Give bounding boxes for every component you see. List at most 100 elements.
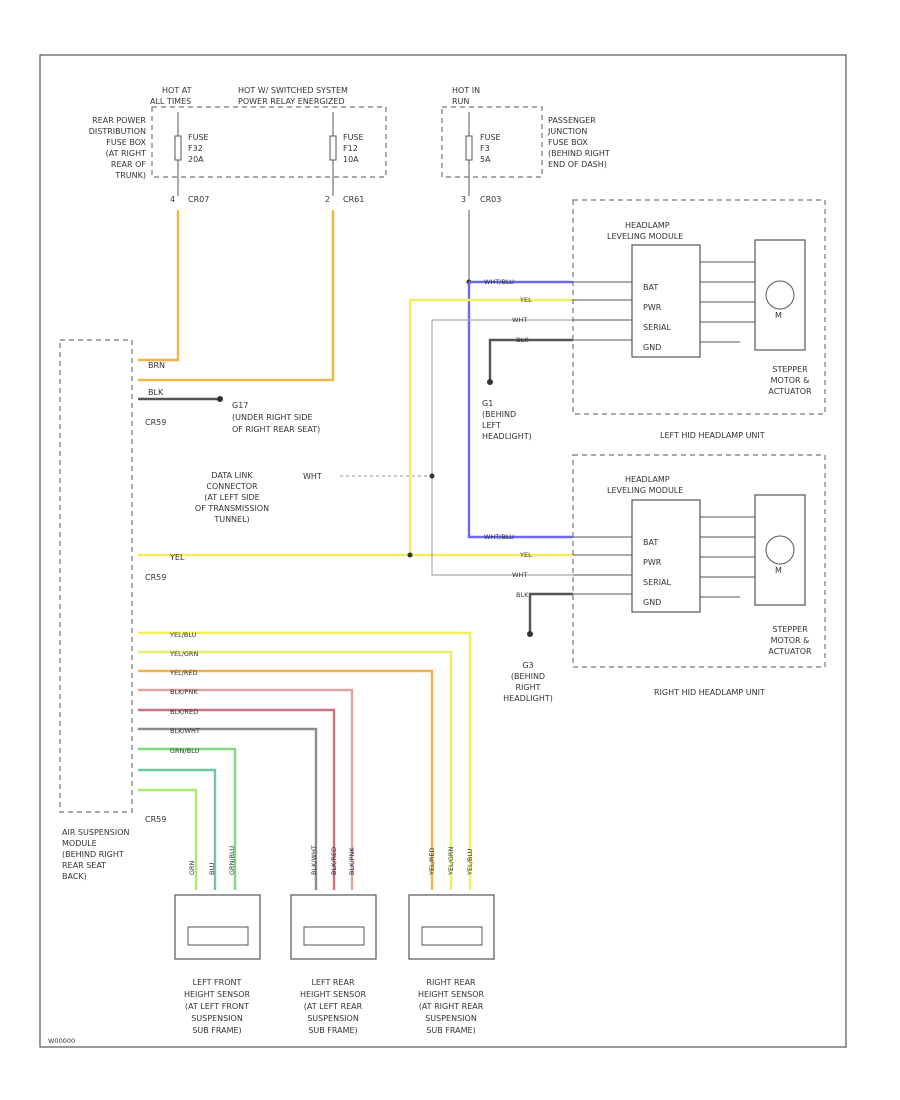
svg-text:MOTOR &: MOTOR & xyxy=(771,376,810,385)
wires xyxy=(138,210,573,890)
svg-text:M: M xyxy=(775,566,782,575)
svg-text:YEL: YEL xyxy=(519,551,532,559)
svg-text:YEL: YEL xyxy=(519,296,532,304)
ground-g17-icon xyxy=(217,396,223,402)
rear-fuse-box-label: REAR POWER DISTRIBUTION FUSE BOX (AT RIG… xyxy=(89,116,147,180)
svg-text:HEIGHT SENSOR: HEIGHT SENSOR xyxy=(300,990,367,999)
svg-text:HOT AT: HOT AT xyxy=(162,86,192,95)
ground-g17-label: G17 (UNDER RIGHT SIDE OF RIGHT REAR SEAT… xyxy=(232,401,320,434)
svg-text:CR61: CR61 xyxy=(343,195,364,204)
svg-text:GND: GND xyxy=(643,598,661,607)
yel-wire-label: YEL xyxy=(169,553,185,562)
svg-text:BLK: BLK xyxy=(516,591,529,599)
svg-text:HEADLIGHT): HEADLIGHT) xyxy=(482,432,532,441)
svg-text:YEL/GRN: YEL/GRN xyxy=(169,650,198,658)
svg-text:LEFT: LEFT xyxy=(482,421,501,430)
svg-text:FUSE: FUSE xyxy=(480,133,501,142)
rear-fuse-box xyxy=(151,106,387,178)
hot-switched-label: HOT W/ SWITCHED SYSTEM xyxy=(238,86,348,95)
svg-text:HOT IN: HOT IN xyxy=(452,86,480,95)
left-motor-icon xyxy=(765,280,795,310)
svg-text:GRN: GRN xyxy=(188,860,196,875)
svg-text:CR59: CR59 xyxy=(145,418,166,427)
left-headlamp-unit: HEADLAMP LEVELING MODULE BAT PWR SERIAL … xyxy=(482,199,826,441)
svg-text:YEL/BLU: YEL/BLU xyxy=(169,631,197,639)
svg-text:HEADLIGHT): HEADLIGHT) xyxy=(503,694,553,703)
svg-text:BAT: BAT xyxy=(643,538,658,547)
svg-text:FUSE: FUSE xyxy=(343,133,364,142)
svg-text:BLK/WHT: BLK/WHT xyxy=(170,727,200,735)
svg-text:(UNDER RIGHT SIDE: (UNDER RIGHT SIDE xyxy=(232,413,313,422)
ground-g3-label: G3 (BEHIND RIGHT HEADLIGHT) xyxy=(503,661,553,703)
svg-text:LEVELING MODULE: LEVELING MODULE xyxy=(607,232,683,241)
svg-text:GRN/BLU: GRN/BLU xyxy=(170,747,199,755)
ground-g3-icon xyxy=(527,631,533,637)
svg-text:G1: G1 xyxy=(482,399,493,408)
hot-at-all-times-label: HOT AT xyxy=(162,86,192,95)
svg-text:G3: G3 xyxy=(522,661,533,670)
svg-text:ALL TIMES: ALL TIMES xyxy=(150,97,191,106)
bundle-wire-labels: YEL/BLU YEL/GRN YEL/RED BLK/PNK BLK/RED … xyxy=(169,631,200,755)
svg-text:F32: F32 xyxy=(188,144,203,153)
svg-text:BLK/PNK: BLK/PNK xyxy=(348,847,356,875)
svg-text:SUSPENSION: SUSPENSION xyxy=(425,1014,477,1023)
svg-text:WHT/BLU: WHT/BLU xyxy=(484,278,514,286)
svg-text:(BEHIND: (BEHIND xyxy=(482,410,516,419)
svg-text:REAR OF: REAR OF xyxy=(111,160,146,169)
footer-code: W00000 xyxy=(48,1037,75,1045)
svg-text:END OF DASH): END OF DASH) xyxy=(548,160,607,169)
passenger-fuse-box xyxy=(441,106,543,178)
svg-text:BLK/PNK: BLK/PNK xyxy=(170,688,198,696)
svg-text:LEFT REAR: LEFT REAR xyxy=(311,978,354,987)
wire-blk-label: BLK xyxy=(148,388,164,397)
height-sensor-left-rear: BLK/WHT BLK/RED BLK/PNK LEFT REAR HEIGHT… xyxy=(290,845,377,1035)
svg-text:BLK/RED: BLK/RED xyxy=(330,847,338,875)
svg-text:YEL/GRN: YEL/GRN xyxy=(447,847,455,876)
svg-text:SUSPENSION: SUSPENSION xyxy=(307,1014,359,1023)
svg-text:DISTRIBUTION: DISTRIBUTION xyxy=(89,127,146,136)
svg-text:HEADLAMP: HEADLAMP xyxy=(625,475,670,484)
svg-text:(AT LEFT SIDE: (AT LEFT SIDE xyxy=(204,493,259,502)
svg-text:FUSE BOX: FUSE BOX xyxy=(106,138,146,147)
svg-text:(BEHIND RIGHT: (BEHIND RIGHT xyxy=(548,149,610,158)
svg-text:10A: 10A xyxy=(343,155,359,164)
ground-g1-icon xyxy=(487,379,493,385)
svg-text:OF RIGHT REAR SEAT): OF RIGHT REAR SEAT) xyxy=(232,425,320,434)
svg-text:BLU: BLU xyxy=(208,862,216,875)
passenger-fuse-box-label: PASSENGER JUNCTION FUSE BOX (BEHIND RIGH… xyxy=(547,116,610,169)
svg-text:MOTOR &: MOTOR & xyxy=(771,636,810,645)
right-motor-icon xyxy=(765,535,795,565)
data-link-wire-label: WHT xyxy=(303,472,322,481)
wire-brn-label: BRN xyxy=(148,361,165,370)
svg-text:PWR: PWR xyxy=(643,558,662,567)
svg-text:SERIAL: SERIAL xyxy=(643,578,672,587)
svg-text:ACTUATOR: ACTUATOR xyxy=(768,387,812,396)
svg-text:CR07: CR07 xyxy=(188,195,209,204)
svg-text:BLK/RED: BLK/RED xyxy=(170,708,198,716)
svg-text:LEFT FRONT: LEFT FRONT xyxy=(193,978,242,987)
svg-text:(AT LEFT REAR: (AT LEFT REAR xyxy=(304,1002,363,1011)
svg-text:(AT RIGHT REAR: (AT RIGHT REAR xyxy=(419,1002,484,1011)
svg-text:(AT RIGHT: (AT RIGHT xyxy=(106,149,147,158)
hot-in-run-label: HOT IN xyxy=(452,86,480,95)
svg-text:CR59: CR59 xyxy=(145,573,166,582)
svg-text:RUN: RUN xyxy=(452,97,469,106)
svg-text:FUSE: FUSE xyxy=(188,133,209,142)
svg-text:TUNNEL): TUNNEL) xyxy=(213,515,249,524)
svg-text:MODULE: MODULE xyxy=(62,839,97,848)
svg-text:CR03: CR03 xyxy=(480,195,501,204)
svg-text:(BEHIND: (BEHIND xyxy=(511,672,545,681)
svg-text:CR59: CR59 xyxy=(145,815,166,824)
svg-text:20A: 20A xyxy=(188,155,204,164)
svg-text:(AT LEFT FRONT: (AT LEFT FRONT xyxy=(185,1002,249,1011)
svg-text:RIGHT: RIGHT xyxy=(515,683,540,692)
right-headlamp-unit: HEADLAMP LEVELING MODULE BAT PWR SERIAL … xyxy=(484,454,826,703)
svg-text:FUSE BOX: FUSE BOX xyxy=(548,138,588,147)
svg-text:CONNECTOR: CONNECTOR xyxy=(206,482,258,491)
data-link-connector-label: DATA LINK CONNECTOR (AT LEFT SIDE OF TRA… xyxy=(195,471,269,524)
left-hid-unit-label: LEFT HID HEADLAMP UNIT xyxy=(660,431,765,440)
svg-text:BAT: BAT xyxy=(643,283,658,292)
svg-text:JUNCTION: JUNCTION xyxy=(547,127,587,136)
svg-text:OF TRANSMISSION: OF TRANSMISSION xyxy=(195,504,269,513)
